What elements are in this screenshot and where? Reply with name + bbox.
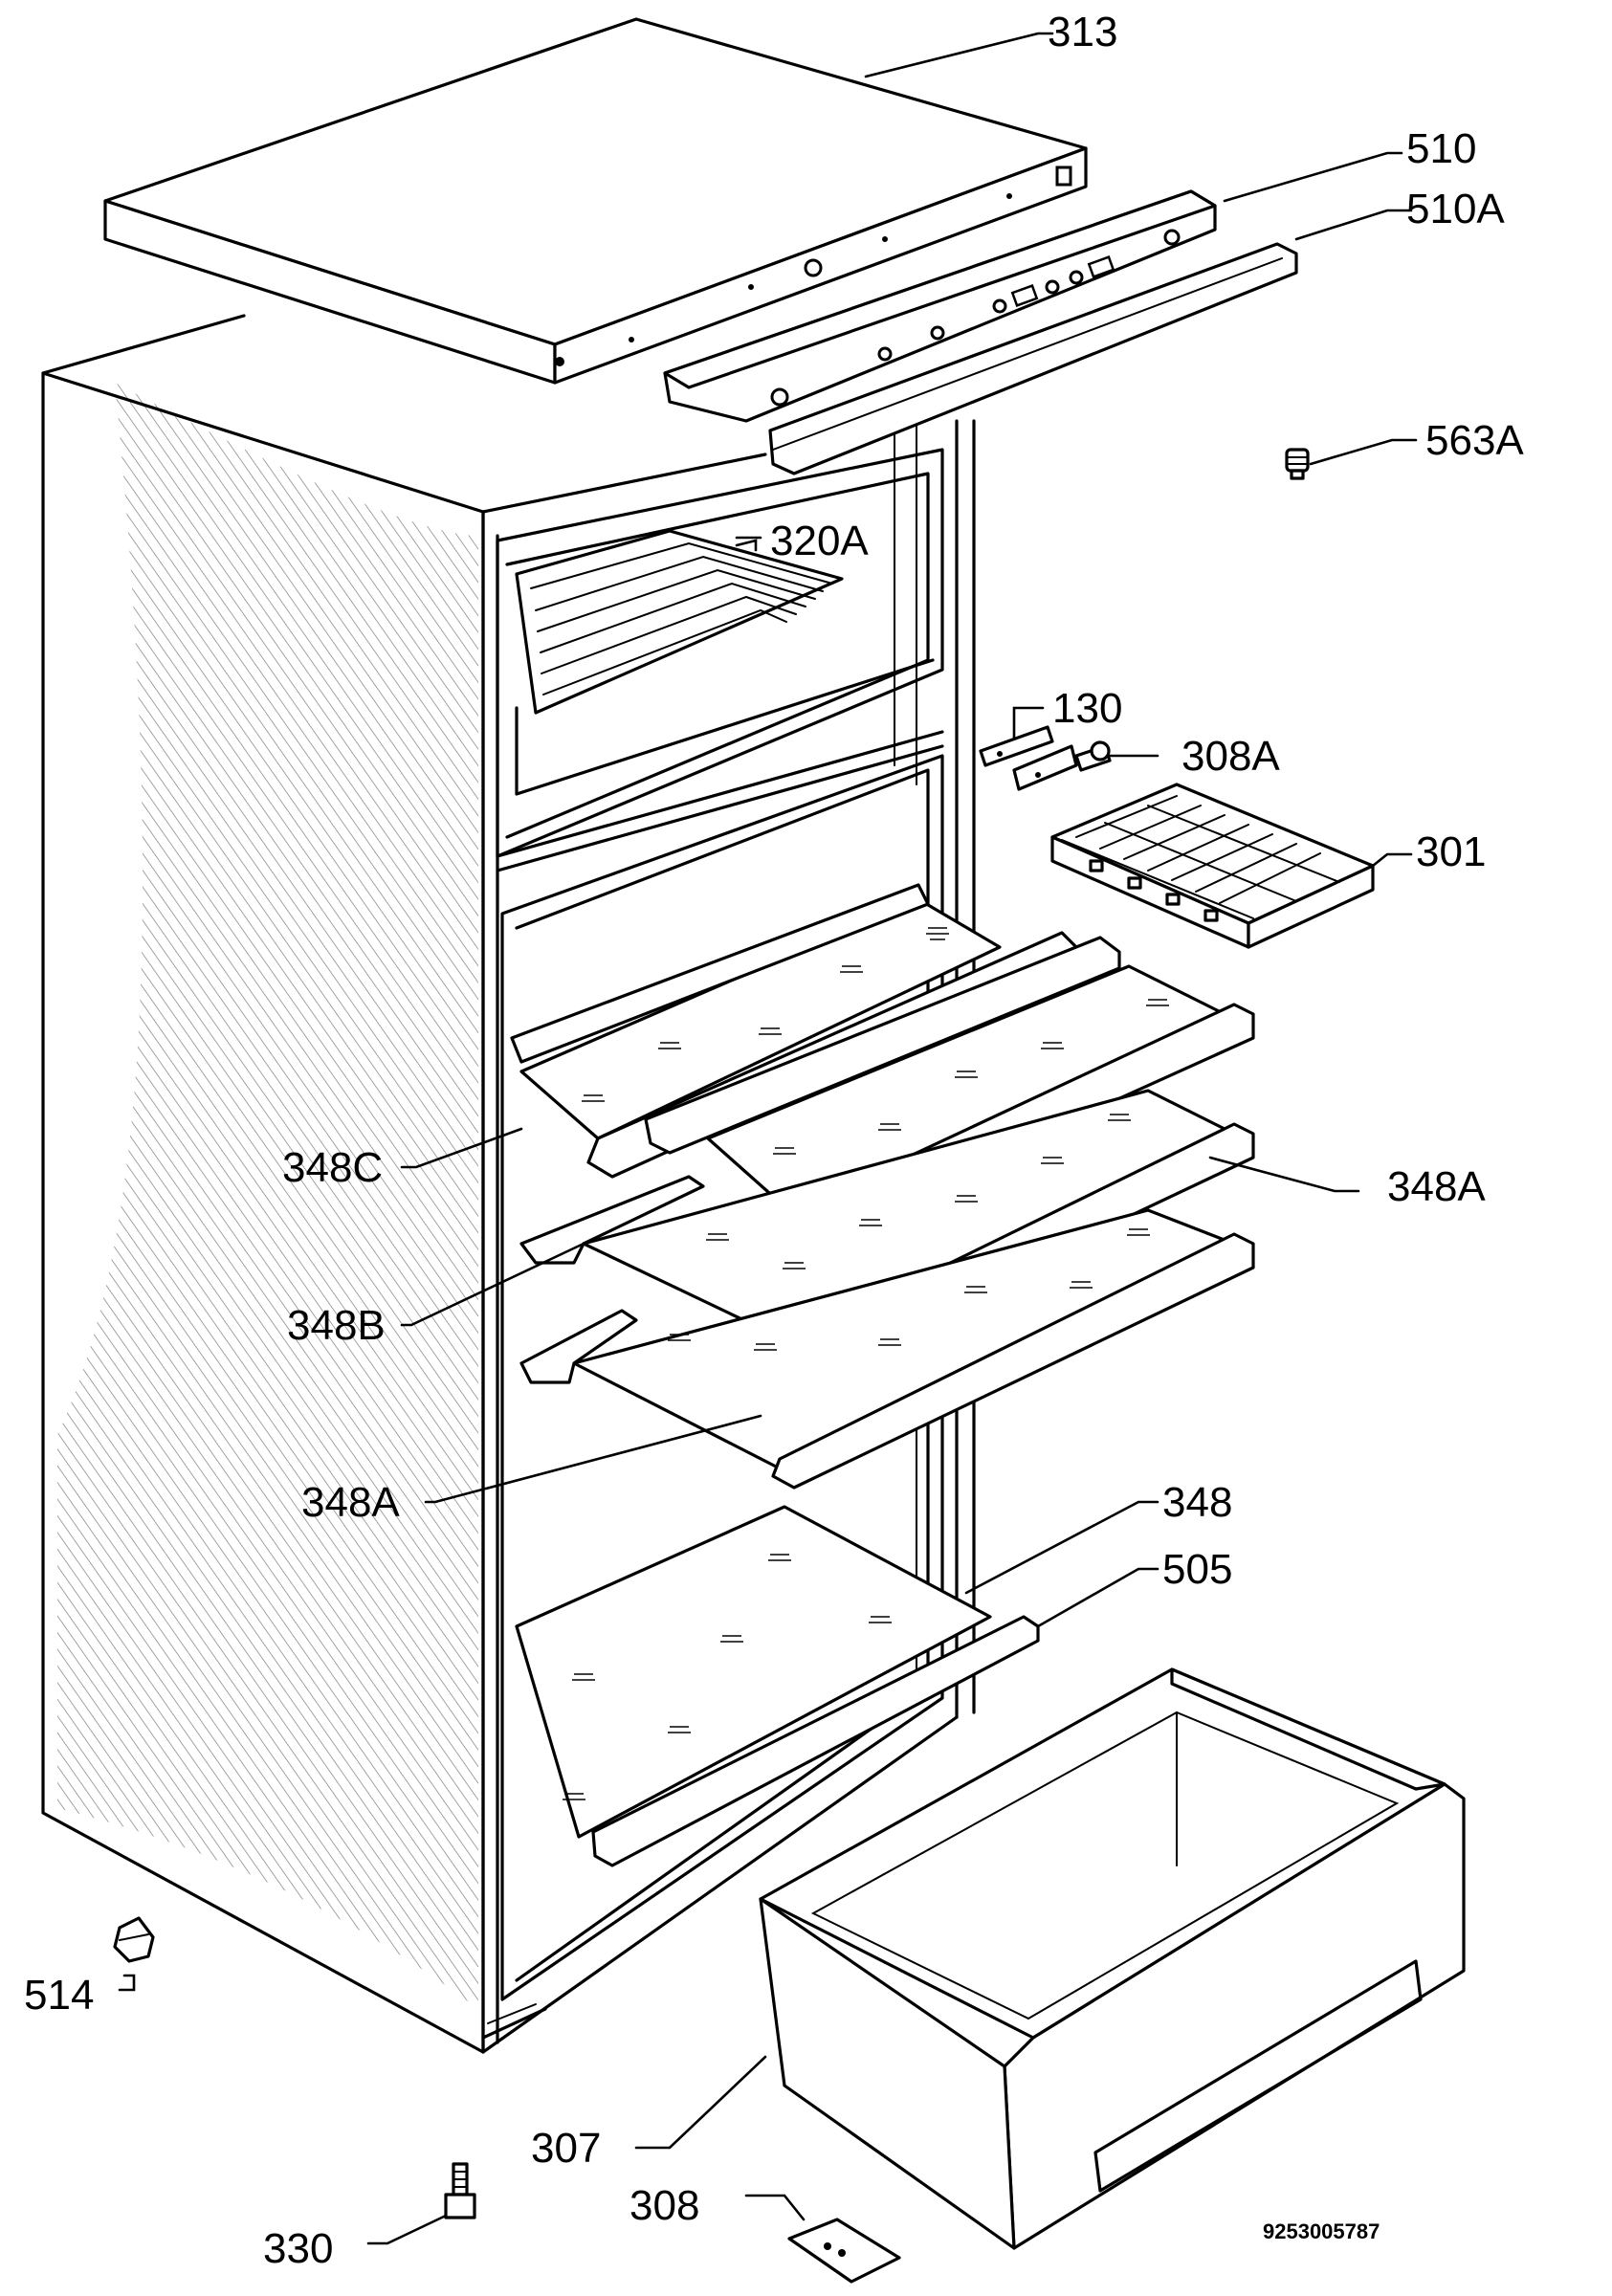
shelf-348b-glass-marks <box>773 999 1169 1155</box>
shelf-trim-505 <box>591 1615 1040 1867</box>
label-308a: 308A <box>1181 733 1280 780</box>
shelf-348a-lower <box>519 1208 1255 1490</box>
label-510a: 510A <box>1406 186 1505 232</box>
shelf-348c-glass-marks <box>582 927 949 1102</box>
shelf-348a-upper-glass-marks <box>706 1114 1131 1269</box>
leader-lines <box>118 32 1418 2245</box>
label-130: 130 <box>1052 685 1122 732</box>
label-514: 514 <box>24 1972 94 2019</box>
part-labels: 313 510 510A 563A 320A 130 308A 301 348C… <box>24 9 1524 2272</box>
label-505: 505 <box>1162 1546 1232 1593</box>
foot-514 <box>113 1916 155 1963</box>
label-320a: 320A <box>770 518 869 564</box>
fridge-cabinet <box>41 314 976 2054</box>
trim-strip-510a <box>768 242 1298 475</box>
label-563a: 563A <box>1425 417 1524 464</box>
diagram-code: 9253005787 <box>1263 2219 1380 2243</box>
label-348a-right: 348A <box>1387 1163 1486 1210</box>
label-348c: 348C <box>282 1144 383 1191</box>
hinge-130 <box>979 725 1078 791</box>
crisper-drawer-307 <box>759 1667 1466 2250</box>
evaporator-ribs <box>530 541 833 695</box>
control-panel-510 <box>663 189 1217 423</box>
shelf-348c <box>510 883 1121 1179</box>
label-348a-left: 348A <box>301 1479 400 1526</box>
label-510: 510 <box>1406 125 1476 172</box>
bush-308a <box>1074 740 1112 772</box>
top-cover-313 <box>103 17 1088 385</box>
label-330: 330 <box>263 2225 333 2272</box>
label-348b: 348B <box>287 1302 386 1349</box>
label-307: 307 <box>531 2125 601 2172</box>
screw-563a <box>1285 448 1310 480</box>
shelf-348-glass-marks <box>563 1554 892 1800</box>
bracket-308 <box>787 2218 901 2284</box>
label-308: 308 <box>629 2182 699 2229</box>
shelf-348a-lower-glass-marks <box>668 1228 1150 1351</box>
ice-tray-301 <box>1050 783 1375 949</box>
label-301: 301 <box>1416 828 1486 875</box>
shelf-348-bottom <box>515 1505 992 1839</box>
label-348: 348 <box>1162 1479 1232 1526</box>
label-313: 313 <box>1048 9 1117 55</box>
screw-330 <box>444 2162 476 2219</box>
